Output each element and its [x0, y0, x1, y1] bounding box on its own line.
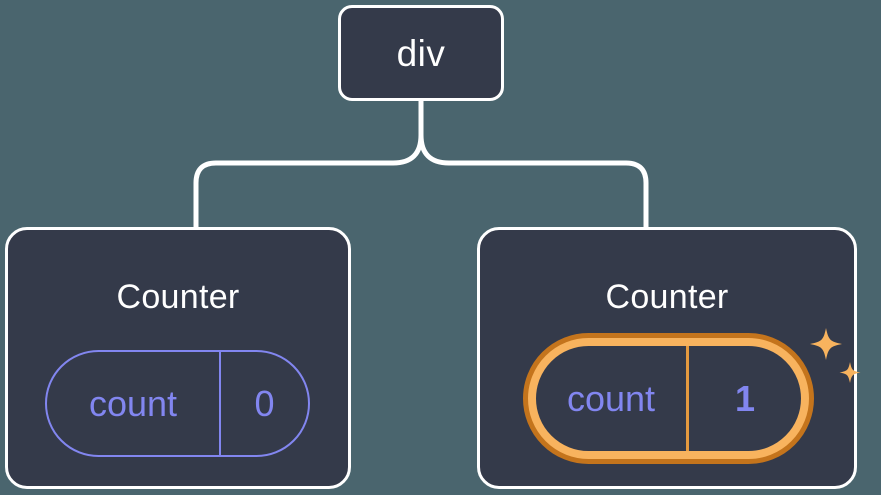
state-value-label: 0 — [254, 382, 275, 424]
sparkle-large-icon — [810, 328, 842, 360]
counter-right-title: Counter — [605, 278, 729, 316]
state-key-label: count — [47, 352, 221, 455]
node-counter-left[interactable]: Counter count 0 — [5, 227, 351, 489]
sparkle-small-icon — [839, 362, 861, 383]
connector-to-left-child — [193, 98, 424, 231]
highlight-ring-outer — [523, 333, 814, 464]
highlight-ring-inner: count 1 — [528, 338, 809, 459]
node-counter-right[interactable]: Counter count 1 — [477, 227, 861, 489]
counter-left-title: Counter — [116, 278, 240, 316]
state-pill-count-right-highlighted[interactable]: count 1 — [523, 333, 814, 464]
state-value-label: 1 — [734, 377, 756, 419]
state-pill-count-left[interactable]: count 0 — [45, 350, 310, 457]
connector-to-right-child — [418, 98, 649, 231]
root-node-label: div — [396, 32, 446, 74]
state-key-label: count — [536, 346, 689, 451]
node-root-div[interactable]: div — [338, 5, 504, 101]
